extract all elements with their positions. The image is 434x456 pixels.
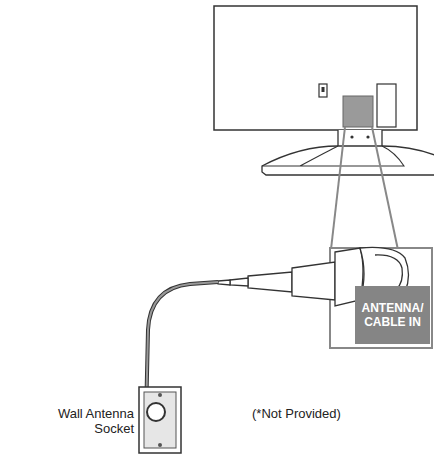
port-callout-box: ANTENNA/ CABLE IN	[355, 286, 430, 344]
wall-socket: Wall Antenna Socket	[138, 386, 182, 454]
note-label: (*Not Provided)	[252, 406, 341, 421]
socket-plate	[138, 386, 182, 454]
port-label: ANTENNA/ CABLE IN	[358, 301, 427, 329]
socket-label: Wall Antenna Socket	[44, 406, 134, 436]
